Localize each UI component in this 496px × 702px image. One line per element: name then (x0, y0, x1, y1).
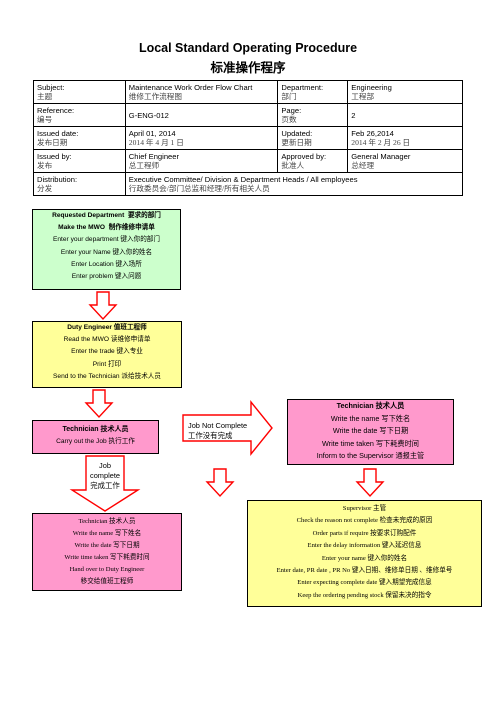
arrow-down-icon (355, 468, 385, 498)
requested-department-box: Requested Department 要求的部门 Make the MWO … (32, 209, 181, 290)
requested-title-cn: 要求的部门 (127, 212, 161, 219)
updated-label: Updated:更新日期 (277, 126, 349, 150)
tech2-step: Write the name 写下姓名 (330, 413, 411, 423)
tech3-step: Write the date 写下日期 (74, 542, 140, 549)
requested-sub-cn: 制作维修申请单 (108, 224, 155, 232)
issuedby-label: Issued by:发布 (33, 149, 126, 173)
subject-label: Subject:主题 (33, 80, 126, 104)
distribution-value: Executive Committee/ Division & Departme… (124, 172, 464, 196)
supervisor-step: Order parts if require 按要求订购配件 (312, 529, 417, 537)
job-not-complete-label: Job Not Complete 工作没有完成 (188, 421, 248, 440)
arrow-down-icon (88, 291, 118, 321)
arrow-down-icon (84, 389, 114, 419)
requested-step: Enter Location 键入场所 (71, 260, 142, 268)
supervisor-step: Keep the ordering pending stock 保留未决的指令 (297, 591, 432, 599)
duty-step: Print 打印 (92, 360, 122, 368)
document-title-cn: 标准操作程序 (210, 61, 286, 75)
requested-sub: Make the MWO (58, 224, 106, 232)
supervisor-step: Enter your name 键入你的姓名 (321, 554, 408, 562)
supervisor-step: Enter the delay information 键入延迟信息 (307, 542, 422, 550)
duty-step: Enter the trade 键入专业 (71, 348, 143, 356)
job-complete-label: Job complete 完成工作 (90, 461, 120, 490)
tech3-step: Hand over to Duty Engineer (69, 566, 145, 573)
tech3-step: Write the name 写下姓名 (72, 530, 142, 537)
technician-carry-out-box: Technician 技术人员 Carry out the Job 执行工作 (32, 420, 159, 454)
duty-title: Duty Engineer 值班工程师 (67, 324, 147, 331)
tech2-step: Write the date 写下日期 (332, 426, 409, 435)
duty-step: Send to the Technician 派给技术人员 (53, 372, 161, 380)
duty-engineer-box: Duty Engineer 值班工程师 Read the MWO 读维修申请单 … (32, 321, 182, 388)
tech3-step: 移交给值班工程师 (80, 578, 134, 585)
issued-label: Issued date:发布日期 (33, 126, 126, 150)
supervisor-title: Supervisor 主管 (342, 505, 387, 512)
page-value: 2 (347, 103, 463, 127)
requested-title: Requested Department (52, 212, 125, 219)
tech2-step: Inform to the Supervisor 通报主管 (316, 451, 425, 460)
distribution-label: Distribution:分发 (33, 172, 126, 196)
technician-inform-box: Technician 技术人员 Write the name 写下姓名 Writ… (287, 399, 454, 465)
header-row-distribution: Distribution:分发 Executive Committee/ Div… (33, 172, 464, 196)
header-table: Subject:主题 Maintenance Work Order Flow C… (33, 80, 464, 196)
arrow-down-large-icon (69, 455, 141, 512)
requested-step: Enter problem 键入问题 (71, 273, 142, 281)
page-label: Page:页数 (277, 103, 349, 127)
supervisor-step: Enter date, PR date , PR No 键入日期、维修单日期 、… (276, 567, 453, 575)
arrow-down-icon (205, 468, 235, 498)
tech2-step: Write time taken 写下耗费时间 (322, 438, 419, 448)
duty-step: Read the MWO 读维修申请单 (63, 336, 151, 344)
tech2-title: Technician 技术人员 (336, 401, 405, 410)
approved-label: Approved by:批准人 (277, 149, 349, 173)
tech3-title: Technician 技术人员 (78, 518, 136, 525)
requested-step: Enter your Name 键入你的姓名 (60, 248, 153, 256)
supervisor-step: Check the reason not complete 检查未完成的原因 (296, 517, 433, 525)
supervisor-box: Supervisor 主管 Check the reason not compl… (247, 500, 482, 607)
header-row-reference: Reference:编号 G-ENG-012 Page:页数 2 (33, 103, 463, 127)
tech1-step: Carry out the Job 执行工作 (56, 438, 135, 446)
arrow-right-icon (182, 400, 273, 456)
document-title: Local Standard Operating Procedure (138, 41, 358, 55)
technician-handover-box: Technician 技术人员 Write the name 写下姓名 Writ… (32, 513, 182, 591)
reference-value: G-ENG-012 (124, 103, 279, 127)
header-row-subject: Subject:主题 Maintenance Work Order Flow C… (33, 80, 463, 104)
requested-step: Enter your department 键入你的部门 (52, 236, 160, 244)
tech1-title: Technician 技术人员 (62, 426, 129, 433)
supervisor-step: Enter expecting complete date 键入期望完成信息 (297, 579, 432, 587)
tech3-step: Write time taken 写下耗费时间 (64, 554, 150, 561)
reference-label: Reference:编号 (33, 103, 126, 127)
department-label: Department:部门 (277, 80, 349, 104)
